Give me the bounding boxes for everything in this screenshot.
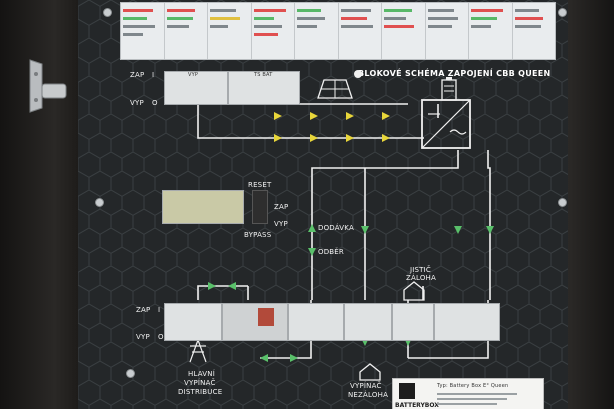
reset-switch[interactable] xyxy=(252,190,268,224)
reset-off-label: VYP xyxy=(274,220,288,228)
consumption-label: ODBĚR xyxy=(318,248,344,256)
brand-name: BATTERYBOX xyxy=(395,402,439,409)
contactor-kn[interactable] xyxy=(344,303,392,341)
switch-nonbackup[interactable] xyxy=(434,303,500,341)
top-switch-pos0: O xyxy=(152,99,158,107)
nonbackup-switch-label-1: VYPÍNAČ xyxy=(350,382,382,390)
solar-breaker-label-1: VYP xyxy=(188,72,199,78)
house-icon xyxy=(403,281,425,301)
backup-breaker-label-1: JISTIČ xyxy=(410,266,432,274)
bottom-switch-pos0: O xyxy=(158,333,164,341)
panel-screw xyxy=(558,198,567,207)
solar-breaker-2[interactable] xyxy=(228,71,300,105)
solar-panel-icon xyxy=(317,70,362,99)
bypass-label: BYPASS xyxy=(244,231,272,239)
panel-screw xyxy=(558,8,567,17)
wiring-diagram xyxy=(189,70,494,381)
brand-plate: BATTERYBOX Typ: Battery Box E° Queen xyxy=(392,378,544,409)
bottom-switch-off-label: VYP xyxy=(136,333,150,341)
relay-board xyxy=(258,308,274,326)
main-breaker[interactable] xyxy=(164,303,222,341)
bottom-switch-pos1: I xyxy=(158,306,161,314)
schematic-panel: BLOKOVÉ SCHÉMA ZAPOJENÍ CBB QUEEN xyxy=(78,0,570,409)
main-breaker-label-2: VYPÍNAČ xyxy=(184,379,216,387)
panel-screw xyxy=(103,8,112,17)
brand-model: Typ: Battery Box E° Queen xyxy=(437,383,509,389)
pylon-icon xyxy=(189,338,207,363)
relay-module[interactable] xyxy=(222,303,288,341)
backup-breaker-label-2: ZÁLOHA xyxy=(406,274,436,282)
door-hinge xyxy=(29,59,67,113)
contactor-km[interactable] xyxy=(288,303,344,341)
reset-on-label: ZAP xyxy=(274,203,289,211)
panel-screw xyxy=(95,198,104,207)
top-switch-pos1: I xyxy=(152,71,155,79)
brand-logo-icon xyxy=(399,383,415,399)
panel-screw xyxy=(126,369,135,378)
nonbackup-switch-label-2: NEZÁLOHA xyxy=(348,391,389,399)
main-breaker-label-3: DISTRIBUCE xyxy=(178,388,223,396)
bottom-switch-on-label: ZAP xyxy=(136,306,151,314)
house-icon xyxy=(359,363,381,381)
reset-label: RESET xyxy=(248,181,272,189)
battery-icon xyxy=(441,77,457,101)
reset-block[interactable] xyxy=(162,190,244,224)
delivery-label: DODÁVKA xyxy=(318,224,354,232)
solar-breaker-label-2: TS BAT xyxy=(254,72,273,78)
cabinet-frame-right xyxy=(568,0,614,409)
backup-breaker[interactable] xyxy=(392,303,434,341)
main-breaker-label-1: HLAVNÍ xyxy=(188,370,215,378)
solar-breaker-1[interactable] xyxy=(164,71,228,105)
label-strip xyxy=(120,2,556,60)
top-switch-off-label: VYP xyxy=(130,99,144,107)
schematic-title: BLOKOVÉ SCHÉMA ZAPOJENÍ CBB QUEEN xyxy=(358,69,551,78)
top-switch-on-label: ZAP xyxy=(130,71,145,79)
